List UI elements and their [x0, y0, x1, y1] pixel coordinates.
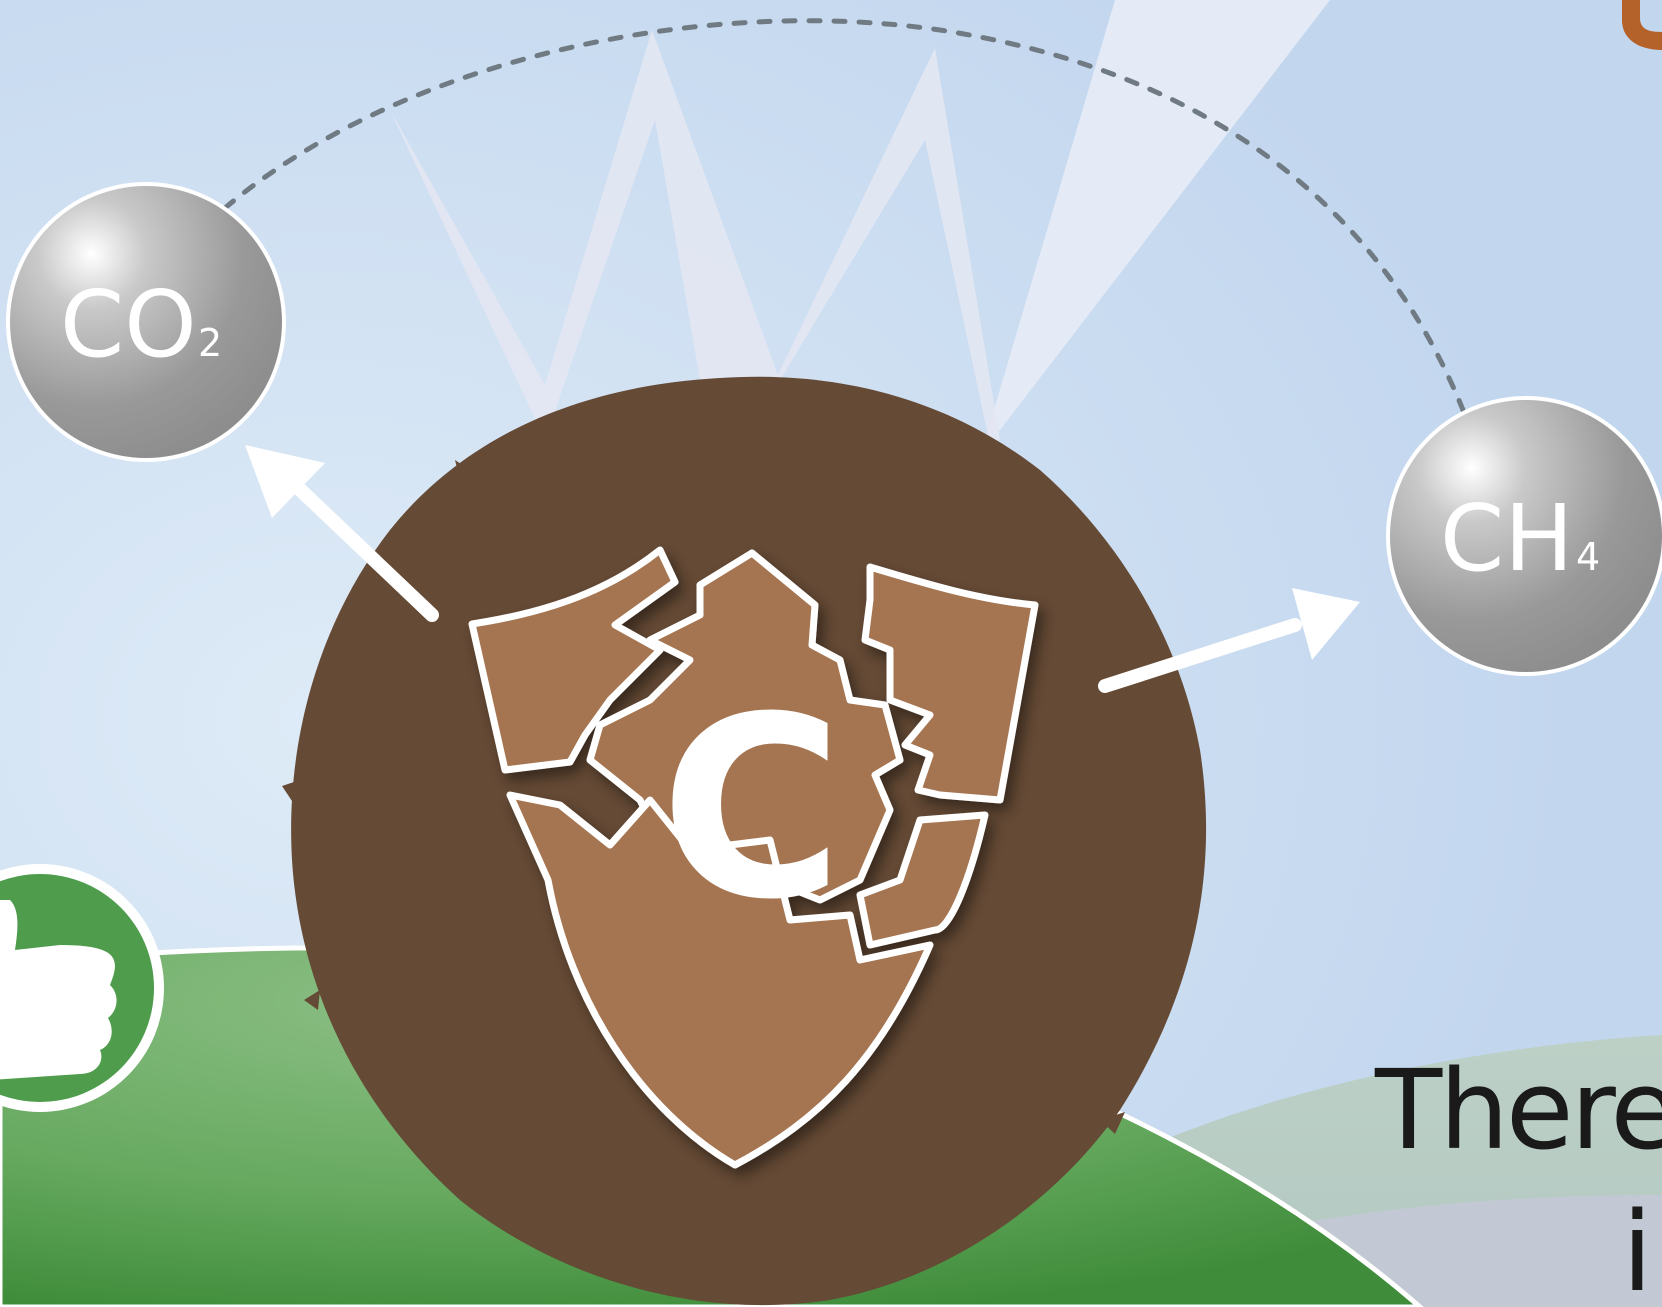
- ch4-molecule: CH 4: [1386, 396, 1662, 676]
- co2-label: CO: [60, 271, 197, 378]
- bottom-caption-line2: i: [1622, 1188, 1650, 1307]
- ch4-subscript: 4: [1576, 535, 1600, 579]
- ch4-label: CH: [1440, 485, 1573, 592]
- carbon-symbol: C: [660, 663, 843, 954]
- co2-molecule: CO 2: [6, 182, 286, 462]
- bottom-caption-line1: There is: [1374, 1046, 1662, 1174]
- co2-subscript: 2: [198, 321, 222, 365]
